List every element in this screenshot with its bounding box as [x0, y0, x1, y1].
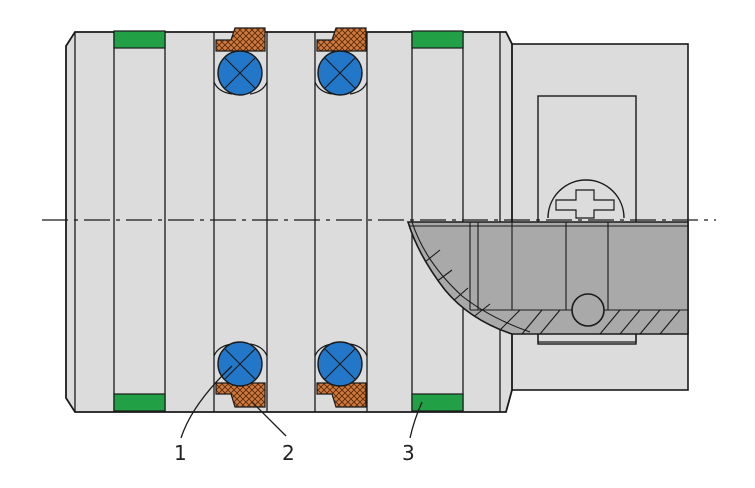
- detent-ball: [571, 293, 605, 327]
- leader-2: [251, 401, 287, 437]
- wear-rings: [113, 30, 464, 412]
- o-rings: [217, 50, 363, 387]
- leader-1: [180, 365, 233, 439]
- o-ring-bottom-2: [317, 341, 363, 387]
- wear-ring-left-bottom: [113, 393, 166, 412]
- piston-body: [65, 31, 513, 413]
- cutaway-section: [406, 221, 689, 343]
- callout-2-label: 2: [282, 441, 295, 465]
- o-ring-bottom-1: [217, 341, 263, 387]
- groove-lines: [113, 32, 501, 412]
- leader-lines: [180, 365, 423, 439]
- wear-ring-right-top: [411, 30, 464, 49]
- wear-ring-left-top: [113, 30, 166, 49]
- leader-3: [409, 401, 423, 439]
- backup-rings: [215, 27, 367, 408]
- callout-3-label: 3: [402, 441, 415, 465]
- backup-ring-bottom-2: [316, 382, 367, 408]
- wear-ring-right-bottom: [411, 393, 464, 412]
- o-ring-top-1: [217, 50, 263, 96]
- backup-ring-bottom-1: [215, 382, 266, 408]
- callout-1-label: 1: [174, 441, 187, 465]
- backup-ring-top-1: [215, 27, 266, 52]
- piston-rod: [505, 43, 689, 391]
- o-ring-top-2: [317, 50, 363, 96]
- backup-ring-top-2: [316, 27, 367, 52]
